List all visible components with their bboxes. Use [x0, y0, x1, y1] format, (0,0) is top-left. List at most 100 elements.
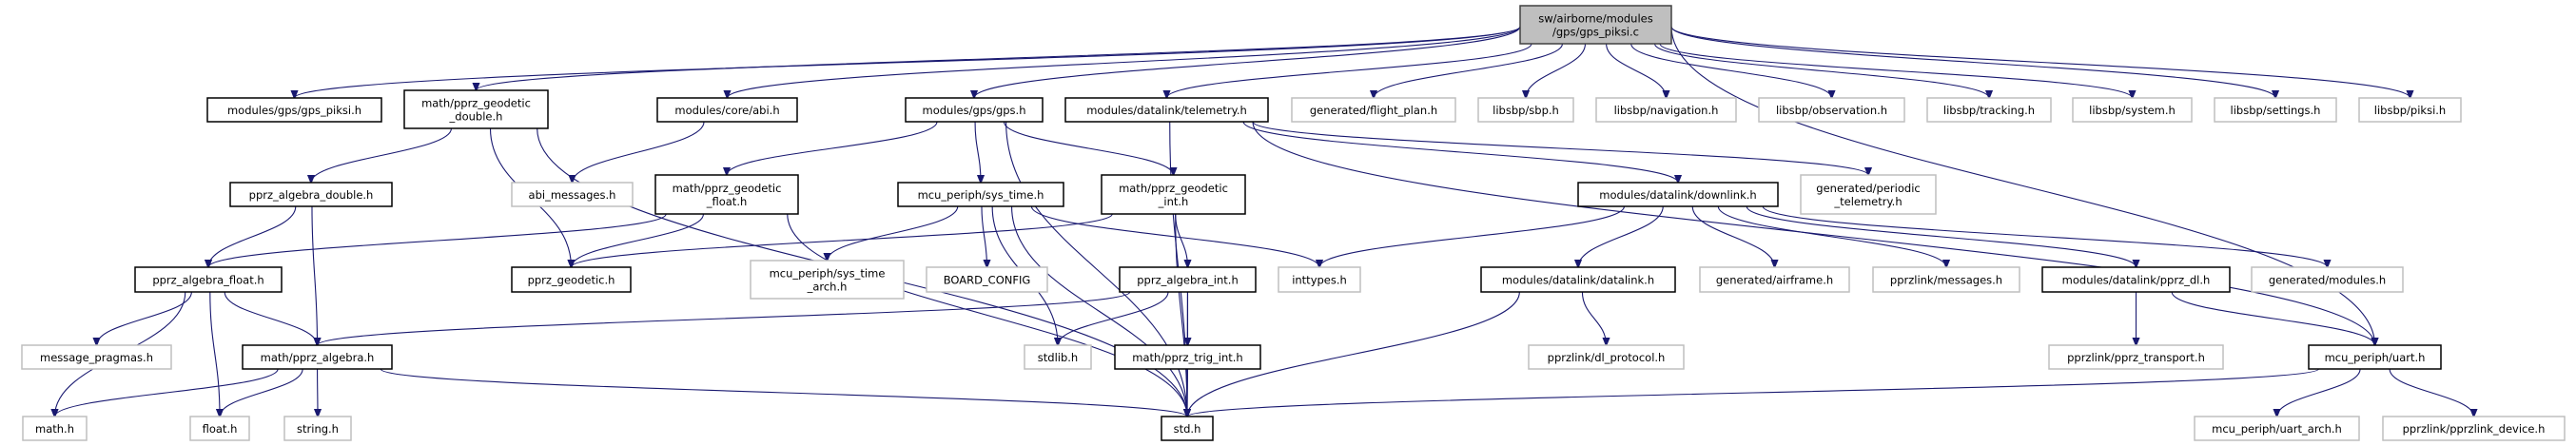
- edge-gps-to-geodetic_int: [1003, 121, 1173, 175]
- node-box: [242, 344, 393, 370]
- node-sys-time-arch: mcu_periph/sys_time_arch.h: [750, 260, 905, 300]
- node-label: abi_messages.h: [529, 188, 616, 202]
- node-geodetic-int[interactable]: math/pprz_geodetic_int.h: [1101, 174, 1246, 215]
- node-stdlib: stdlib.h: [1024, 344, 1092, 370]
- node-label: modules/datalink/datalink.h: [1502, 274, 1654, 287]
- node-box: [1119, 266, 1257, 293]
- node-pprzlink-device: pprzlink/pprzlink_device.h: [2382, 416, 2566, 441]
- node-std[interactable]: std.h: [1161, 416, 1214, 441]
- node-box: [206, 97, 382, 123]
- node-observation: libsbp/observation.h: [1758, 97, 1905, 123]
- node-modules-h: generated/modules.h: [2251, 266, 2404, 293]
- node-label: inttypes.h: [1292, 274, 1347, 287]
- node-messages: pprzlink/messages.h: [1872, 266, 2020, 293]
- node-box: [1291, 97, 1456, 123]
- node-telemetry[interactable]: modules/datalink/telemetry.h: [1064, 97, 1269, 123]
- edge-algebra_int-to-math_algebra: [318, 291, 1131, 345]
- edge-algebra_int-to-stdlib: [1058, 291, 1169, 345]
- node-float-h: float.h: [189, 416, 250, 441]
- edge-root-to-geodetic_double: [477, 26, 1521, 90]
- node-label: message_pragmas.h: [40, 351, 153, 364]
- node-box: [511, 182, 634, 207]
- edge-root-to-navigation: [1606, 43, 1667, 98]
- edge-abi-to-abi_messages: [573, 121, 705, 183]
- node-uart[interactable]: mcu_periph/uart.h: [2308, 344, 2442, 370]
- node-abi-messages: abi_messages.h: [511, 182, 634, 207]
- node-box: [654, 174, 799, 215]
- node-box: [1872, 266, 2020, 293]
- node-inttypes: inttypes.h: [1278, 266, 1361, 293]
- node-label: pprz_algebra_double.h: [249, 188, 374, 202]
- node-box: [2308, 344, 2442, 370]
- node-geodetic-double[interactable]: math/pprz_geodetic_double.h: [403, 89, 549, 129]
- node-trig-int[interactable]: math/pprz_trig_int.h: [1114, 344, 1261, 370]
- edge-downlink-to-modules_h: [1762, 205, 2327, 267]
- node-box: [229, 182, 393, 207]
- node-label: generated/airframe.h: [1716, 274, 1833, 287]
- node-piksi: libsbp/piksi.h: [2358, 97, 2462, 123]
- node-algebra-double[interactable]: pprz_algebra_double.h: [229, 182, 393, 207]
- node-algebra-float[interactable]: pprz_algebra_float.h: [134, 266, 283, 293]
- node-label: mcu_periph/sys_time: [770, 267, 886, 281]
- node-navigation: libsbp/navigation.h: [1595, 97, 1737, 123]
- edge-geodetic_float-to-std: [787, 213, 1187, 417]
- edge-gps-to-geodetic_float: [727, 121, 938, 175]
- node-label: generated/flight_plan.h: [1310, 104, 1437, 117]
- node-box: [2382, 416, 2566, 441]
- node-label: pprz_algebra_int.h: [1137, 274, 1239, 287]
- edge-root-to-telemetry: [1167, 43, 1532, 98]
- node-pprz-geodetic[interactable]: pprz_geodetic.h: [511, 266, 632, 293]
- node-label: _double.h: [449, 110, 503, 124]
- edge-math_algebra-to-math_h: [55, 368, 279, 417]
- node-box: [283, 416, 352, 441]
- edge-root-to-sbp: [1526, 43, 1587, 98]
- node-box: [1480, 266, 1676, 293]
- node-abi[interactable]: modules/core/abi.h: [656, 97, 798, 123]
- node-downlink[interactable]: modules/datalink/downlink.h: [1577, 182, 1779, 207]
- edge-algebra_double-to-math_algebra: [311, 205, 318, 345]
- node-label: libsbp/system.h: [2089, 104, 2176, 117]
- node-label: math/pprz_algebra.h: [261, 351, 375, 364]
- node-label: generated/periodic: [1816, 182, 1920, 195]
- node-message-pragmas: message_pragmas.h: [21, 344, 172, 370]
- node-datalink[interactable]: modules/datalink/datalink.h: [1480, 266, 1676, 293]
- node-box: [1161, 416, 1214, 441]
- node-gps[interactable]: modules/gps/gps.h: [905, 97, 1044, 123]
- node-label: modules/core/abi.h: [674, 104, 779, 117]
- node-label: math/pprz_geodetic: [421, 97, 531, 110]
- edge-geodetic_float-to-algebra_float: [208, 213, 667, 267]
- node-box: [1595, 97, 1737, 123]
- node-tracking: libsbp/tracking.h: [1926, 97, 2052, 123]
- node-dl-protocol: pprzlink/dl_protocol.h: [1528, 344, 1685, 370]
- node-box: [511, 266, 632, 293]
- node-box: [1758, 97, 1905, 123]
- edge-telemetry-to-periodic_telemetry: [1252, 121, 1868, 175]
- node-box: [2194, 416, 2360, 441]
- node-root[interactable]: sw/airborne/modules/gps/gps_piksi.c: [1519, 5, 1672, 45]
- node-label: string.h: [297, 422, 339, 436]
- node-gps-piksi-h[interactable]: modules/gps/gps_piksi.h: [206, 97, 382, 123]
- edge-geodetic_double-to-algebra_double: [311, 127, 453, 183]
- node-pprz-dl[interactable]: modules/datalink/pprz_dl.h: [2041, 266, 2231, 293]
- node-box: [1064, 97, 1269, 123]
- node-box: [1577, 182, 1779, 207]
- edge-downlink-to-messages: [1717, 205, 1946, 267]
- node-box: [1101, 174, 1246, 215]
- edge-gps-to-sys_time: [974, 121, 981, 183]
- node-box: [1024, 344, 1092, 370]
- node-label: pprzlink/dl_protocol.h: [1548, 351, 1666, 364]
- edge-sys_time-to-std: [1011, 205, 1187, 417]
- node-sys-time[interactable]: mcu_periph/sys_time.h: [897, 182, 1064, 207]
- edge-algebra_float-to-message_pragmas: [97, 291, 192, 345]
- node-label: sw/airborne/modules: [1538, 12, 1652, 26]
- node-label: pprz_algebra_float.h: [152, 274, 263, 287]
- node-box: [189, 416, 250, 441]
- node-algebra-int[interactable]: pprz_algebra_int.h: [1119, 266, 1257, 293]
- edge-telemetry-to-uart: [1252, 121, 2374, 345]
- node-geodetic-float[interactable]: math/pprz_geodetic_float.h: [654, 174, 799, 215]
- edge-geodetic_int-to-std: [1175, 213, 1187, 417]
- node-math-algebra[interactable]: math/pprz_algebra.h: [242, 344, 393, 370]
- node-label: pprzlink/messages.h: [1890, 274, 2002, 287]
- edge-pprz_dl-to-uart: [2171, 291, 2374, 345]
- node-label: math/pprz_geodetic: [673, 182, 782, 195]
